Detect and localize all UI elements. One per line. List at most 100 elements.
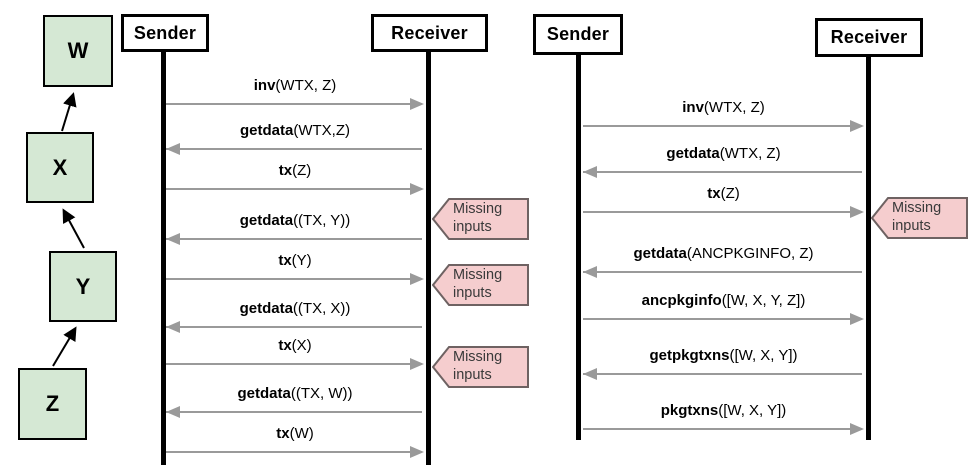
message-args: ((TX, W)) <box>290 385 353 402</box>
diagram2-receiver-box: Receiver <box>815 18 923 57</box>
message-getdata-tx-y: getdata((TX, Y)) <box>166 212 424 245</box>
callout-text: Missing inputs <box>453 201 503 235</box>
missing-inputs-callout: Missing inputs <box>432 264 530 306</box>
message-label: getdata(WTX,Z) <box>166 122 424 139</box>
message-label: tx(Y) <box>166 252 424 269</box>
message-args: ((TX, X)) <box>292 300 351 317</box>
message-tx-x: tx(X) <box>166 337 424 370</box>
message-arrow <box>166 98 424 110</box>
message-command: tx <box>707 185 721 202</box>
message-command: getpkgtxns <box>649 347 730 364</box>
message-getdata-ancpkginfo: getdata(ANCPKGINFO, Z) <box>583 245 864 278</box>
message-args: (WTX, Z) <box>275 77 337 94</box>
message-command: inv <box>682 99 704 116</box>
message-args: (WTX, Z) <box>719 145 781 162</box>
diagram2-receiver-lifeline <box>866 55 871 440</box>
missing-inputs-callout: Missing inputs <box>432 198 530 240</box>
message-command: inv <box>253 77 276 94</box>
message-label: inv(WTX, Z) <box>166 77 424 94</box>
message-tx-z: tx(Z) <box>583 185 864 218</box>
message-arrow <box>583 368 864 380</box>
diagram1-sender-box: Sender <box>121 14 209 52</box>
message-command: getdata <box>239 300 293 317</box>
diagram2-sender-box: Sender <box>533 14 623 55</box>
tx-dependency-arrows <box>52 92 85 367</box>
message-label: getdata(ANCPKGINFO, Z) <box>583 245 864 262</box>
message-tx-w: tx(W) <box>166 425 424 458</box>
message-arrow <box>166 406 424 418</box>
message-label: pkgtxns([W, X, Y]) <box>583 402 864 419</box>
tx-node-z: Z <box>18 368 87 440</box>
message-label: tx(W) <box>166 425 424 442</box>
message-label: tx(Z) <box>166 162 424 179</box>
callout-text: Missing inputs <box>453 349 503 383</box>
message-command: getdata <box>240 122 294 139</box>
message-command: ancpkginfo <box>641 292 722 309</box>
message-label: getdata((TX, W)) <box>166 385 424 402</box>
missing-inputs-callout: Missing inputs <box>432 346 530 388</box>
message-tx-y: tx(Y) <box>166 252 424 285</box>
message-getpkgtxns: getpkgtxns([W, X, Y]) <box>583 347 864 380</box>
callout-text: Missing inputs <box>892 200 942 234</box>
message-command: getdata <box>239 212 294 229</box>
message-args: (X) <box>291 337 312 354</box>
message-arrow <box>583 206 864 218</box>
message-label: inv(WTX, Z) <box>583 99 864 116</box>
message-args: (Z) <box>720 185 740 202</box>
message-arrow <box>583 120 864 132</box>
message-arrow <box>583 423 864 435</box>
message-label: getdata((TX, X)) <box>166 300 424 317</box>
message-args: (ANCPKGINFO, Z) <box>686 245 814 262</box>
message-arrow <box>583 266 864 278</box>
message-args: ((TX, Y)) <box>293 212 351 229</box>
message-command: pkgtxns <box>660 402 719 419</box>
message-ancpkginfo: ancpkginfo([W, X, Y, Z]) <box>583 292 864 325</box>
message-tx-z: tx(Z) <box>166 162 424 195</box>
message-getdata-wtx-z: getdata(WTX,Z) <box>166 122 424 155</box>
message-label: getdata((TX, Y)) <box>166 212 424 229</box>
message-args: ([W, X, Y, Z]) <box>721 292 806 309</box>
message-getdata-tx-w: getdata((TX, W)) <box>166 385 424 418</box>
message-arrow <box>583 313 864 325</box>
message-command: tx <box>276 425 290 442</box>
message-args: ([W, X, Y]) <box>718 402 787 419</box>
message-args: (Z) <box>292 162 312 179</box>
message-inv-wtx-z: inv(WTX, Z) <box>166 77 424 110</box>
message-label: tx(X) <box>166 337 424 354</box>
missing-inputs-callout: Missing inputs <box>871 197 969 239</box>
message-label: getdata(WTX, Z) <box>583 145 864 162</box>
message-args: ([W, X, Y]) <box>729 347 798 364</box>
message-getdata-tx-x: getdata((TX, X)) <box>166 300 424 333</box>
diagram2-sender-lifeline <box>576 53 581 440</box>
message-arrow <box>583 166 864 178</box>
tx-node-w: W <box>43 15 113 87</box>
message-arrow <box>166 321 424 333</box>
message-args: (WTX,Z) <box>293 122 350 139</box>
message-args: (W) <box>289 425 314 442</box>
message-command: getdata <box>237 385 291 402</box>
message-label: tx(Z) <box>583 185 864 202</box>
message-args: (Y) <box>291 252 312 269</box>
diagram1-receiver-lifeline <box>426 50 431 465</box>
message-command: tx <box>278 337 292 354</box>
message-command: getdata <box>666 145 720 162</box>
message-arrow <box>166 143 424 155</box>
callout-text: Missing inputs <box>453 267 503 301</box>
message-arrow <box>166 446 424 458</box>
message-inv-wtx-z: inv(WTX, Z) <box>583 99 864 132</box>
message-arrow <box>166 233 424 245</box>
message-getdata-wtx-z: getdata(WTX, Z) <box>583 145 864 178</box>
diagram1-receiver-box: Receiver <box>371 14 488 52</box>
message-command: tx <box>278 162 293 179</box>
message-command: getdata <box>633 245 687 262</box>
message-pkgtxns: pkgtxns([W, X, Y]) <box>583 402 864 435</box>
tx-node-y: Y <box>49 251 117 322</box>
message-arrow <box>166 358 424 370</box>
message-arrow <box>166 273 424 285</box>
message-args: (WTX, Z) <box>703 99 765 116</box>
message-label: getpkgtxns([W, X, Y]) <box>583 347 864 364</box>
message-arrow <box>166 183 424 195</box>
diagram1-sender-lifeline <box>161 50 166 465</box>
message-label: ancpkginfo([W, X, Y, Z]) <box>583 292 864 309</box>
